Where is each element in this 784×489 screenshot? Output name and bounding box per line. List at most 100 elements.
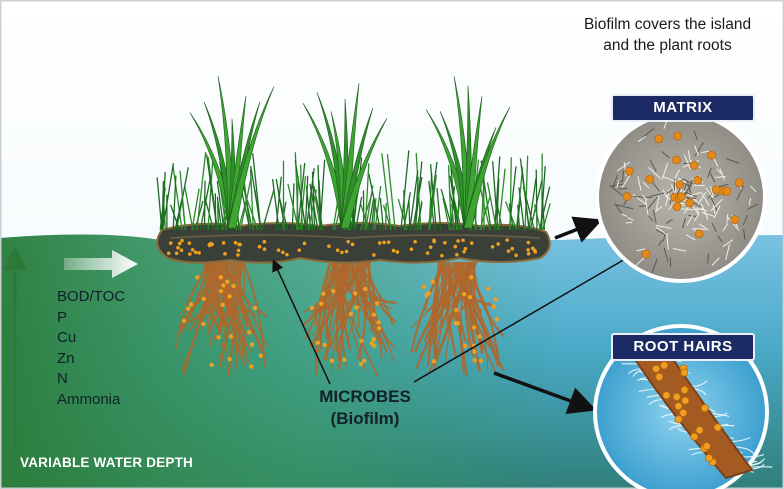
fiber [651, 258, 658, 273]
fiber [650, 192, 665, 197]
root-microbe-dot [371, 337, 376, 342]
root-microbe-dot [376, 320, 381, 325]
root-line [231, 261, 269, 349]
root-dot [681, 396, 690, 405]
root-microbe-dot [252, 305, 258, 311]
fiber [711, 222, 717, 233]
root-microbe-dot [322, 342, 327, 348]
fiber [613, 203, 623, 214]
grass-blade [299, 175, 307, 231]
fiber [694, 145, 699, 156]
fiber [662, 189, 668, 198]
mat-dot [514, 253, 518, 258]
fiber [682, 217, 687, 229]
root-dot [713, 423, 722, 432]
grass-blade [541, 192, 546, 231]
fiber [722, 223, 728, 232]
fiber [633, 195, 652, 199]
root-microbe-dot [249, 364, 254, 369]
fiber [710, 197, 719, 213]
fiber [616, 161, 631, 172]
fiber [655, 229, 669, 237]
root-microbe-dot [462, 343, 468, 349]
root-line [427, 261, 442, 367]
root-line [235, 261, 245, 323]
grass-blade [493, 156, 501, 231]
root-microbe-dot [374, 301, 380, 306]
caption-line-1: Biofilm covers the island [583, 16, 752, 33]
root-dot [680, 368, 689, 377]
grass-blade [359, 193, 373, 231]
mat-dot [262, 247, 267, 252]
fiber [717, 235, 723, 243]
mat-dot [335, 248, 340, 253]
root-line [206, 261, 222, 315]
matrix-label: MATRIX [611, 94, 755, 122]
fiber [662, 175, 676, 182]
green-water-tint [0, 234, 560, 489]
grass-blade [524, 155, 529, 231]
root-microbe-dot [185, 306, 191, 311]
root-microbe-dot [216, 335, 221, 340]
fiber [666, 233, 669, 250]
fiber [666, 188, 674, 195]
fiber [655, 195, 660, 211]
mat-dot [461, 238, 465, 243]
fiber [707, 253, 710, 264]
fiber [750, 185, 757, 193]
root-line [422, 261, 470, 332]
root-microbe-dot [354, 305, 359, 310]
mat-dot [462, 249, 466, 254]
mat-dot [505, 238, 509, 242]
caption-line-2: and the plant roots [603, 37, 732, 54]
root-microbe-dot [221, 283, 226, 288]
root-microbe-dot [478, 358, 484, 364]
fiber [726, 214, 729, 224]
root-line [208, 261, 246, 347]
mat-dot [346, 239, 350, 244]
root-line [317, 261, 361, 313]
root-microbe-dot [359, 338, 364, 343]
root-microbe-dot [455, 321, 461, 326]
root-microbe-dot [430, 279, 435, 284]
caption: Biofilm covers the island and the plant … [560, 14, 775, 56]
mat-dot [233, 240, 238, 245]
pollutant-list: BOD/TOC P Cu Zn N Ammonia [57, 287, 125, 410]
arrow-to-root-hairs [493, 371, 597, 414]
grass-blade [275, 178, 286, 231]
root-line [432, 261, 475, 339]
inflow-arrow [64, 250, 138, 278]
grass-blade [540, 166, 546, 231]
grass-blade [179, 170, 186, 231]
fiber [699, 223, 709, 231]
root-dot [674, 402, 683, 411]
root-microbe-dot [225, 279, 230, 284]
grass-blade [509, 157, 512, 231]
root-line [351, 261, 381, 345]
fiber [725, 243, 731, 260]
root-line [423, 261, 453, 342]
root-microbe-dot [321, 291, 326, 296]
mat-dot [257, 244, 262, 249]
plant-leaf [340, 118, 388, 229]
matrix-dot [624, 166, 634, 176]
fiber [611, 183, 625, 187]
mat-dot [377, 241, 382, 245]
root-microbe-dot [218, 275, 223, 280]
root-microbe-dot [246, 330, 252, 335]
root-microbe-dot [201, 321, 206, 327]
mat-dot [443, 240, 447, 245]
root-microbe-dot [227, 294, 232, 299]
fiber [655, 226, 669, 236]
fiber [616, 180, 620, 188]
grass-blade [479, 188, 491, 231]
root-microbe-dot [477, 334, 482, 339]
root-dot [680, 385, 689, 394]
matrix-dot [707, 150, 717, 160]
grass-blade [319, 159, 326, 231]
root-line [325, 261, 352, 339]
mat-dot [350, 242, 355, 247]
root-dot [655, 372, 664, 381]
arrow-microbes-to-matrix [413, 253, 635, 383]
mat-dot [490, 244, 495, 249]
